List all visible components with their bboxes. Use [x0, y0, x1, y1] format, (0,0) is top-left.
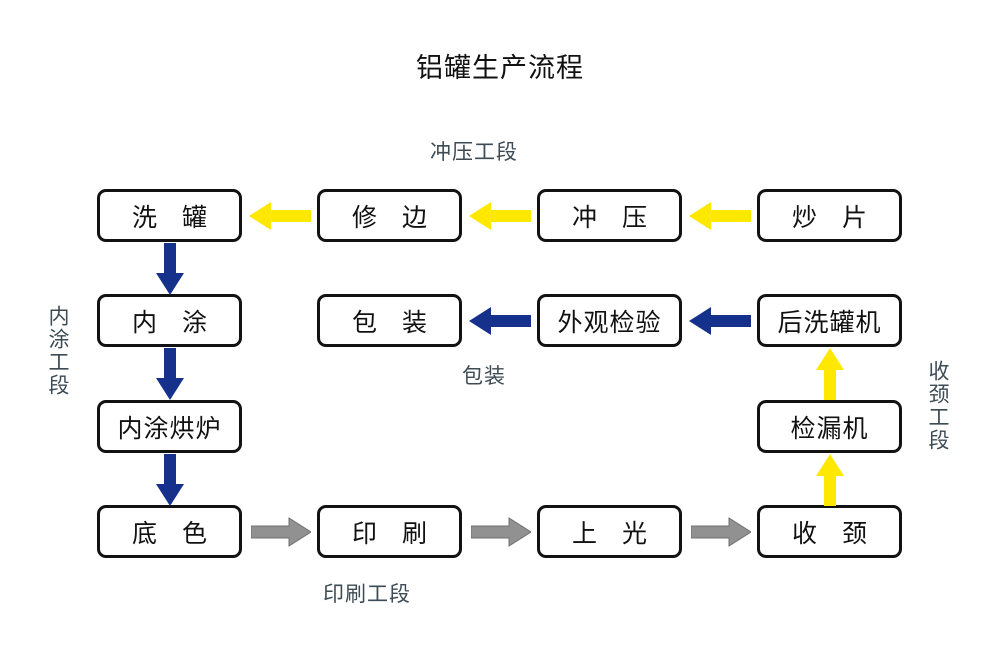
node-inner-coat[interactable]: 内 涂 [97, 294, 242, 347]
arrow-oven-to-base-color [153, 454, 187, 506]
section-label-inner-coating: 内涂工段 [46, 305, 69, 397]
arrow-inner-coat-to-oven [153, 348, 187, 400]
arrow-trim-to-wash-can [249, 200, 311, 232]
arrow-stamping-to-trim [469, 200, 531, 232]
node-trim[interactable]: 修 边 [317, 189, 462, 242]
arrow-inspect-to-packing [469, 305, 531, 337]
section-label-printing: 印刷工段 [323, 583, 411, 606]
arrow-base-color-to-print [251, 516, 311, 548]
node-base-color[interactable]: 底 色 [97, 505, 242, 558]
node-packing[interactable]: 包 装 [317, 294, 462, 347]
node-leak-tester[interactable]: 检漏机 [757, 400, 902, 453]
section-label-packaging: 包装 [462, 365, 506, 388]
arrow-varnish-to-necking [691, 516, 751, 548]
node-print[interactable]: 印 刷 [317, 505, 462, 558]
node-varnish[interactable]: 上 光 [537, 505, 682, 558]
arrow-wash-can-to-inner-coat [153, 243, 187, 295]
arrow-necking-to-leak-tester [813, 454, 847, 506]
node-blank[interactable]: 炒 片 [757, 189, 902, 242]
node-wash-can[interactable]: 洗 罐 [97, 189, 242, 242]
arrow-blank-to-stamping [689, 200, 751, 232]
arrow-post-washer-to-inspect [689, 305, 751, 337]
node-post-washer[interactable]: 后洗罐机 [757, 294, 902, 347]
section-label-necking: 收颈工段 [926, 360, 949, 452]
node-stamping[interactable]: 冲 压 [537, 189, 682, 242]
page-title: 铝罐生产流程 [416, 53, 584, 83]
node-necking[interactable]: 收 颈 [757, 505, 902, 558]
arrow-print-to-varnish [471, 516, 531, 548]
arrow-leak-tester-to-post-washer [813, 348, 847, 400]
section-label-stamping: 冲压工段 [430, 141, 518, 164]
node-inner-coat-oven[interactable]: 内涂烘炉 [97, 400, 242, 453]
node-appearance-inspect[interactable]: 外观检验 [537, 294, 682, 347]
